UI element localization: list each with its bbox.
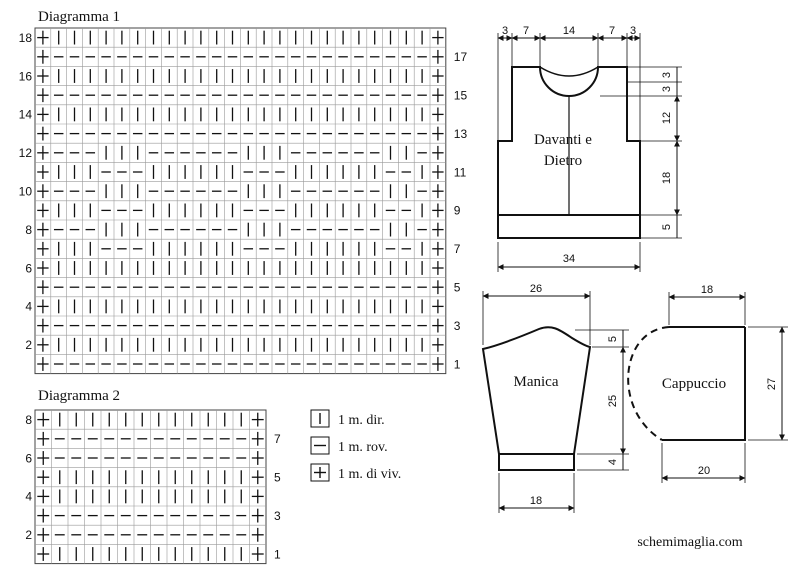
legend-purl-label: 1 m. rov. [338,440,388,455]
sleeve-dim-top: 26 [530,283,542,295]
body-back-neckline [539,66,599,77]
body-dim-top-4: 7 [609,25,615,37]
body-dim-top-2: 7 [523,25,529,37]
row-number-right: 17 [454,50,468,64]
body-dim-top-3: 14 [563,25,575,37]
row-number-right: 7 [274,432,281,446]
row-number-right: 15 [454,89,468,103]
body-dim-bottom: 34 [563,253,575,265]
body-label-line2: Dietro [544,153,582,169]
row-number-left: 10 [19,185,33,199]
purl-stitch-symbol-box [310,436,330,455]
row-number-right: 7 [454,242,461,256]
legend-knit-label: 1 m. dir. [338,413,385,428]
hood-piece [627,292,788,483]
body-dim-top-1: 3 [502,25,508,37]
body-outline [497,66,641,239]
diagram2-title: Diagramma 2 [38,388,120,404]
row-number-left: 2 [25,338,32,352]
body-dim-right-4: 18 [661,172,673,184]
row-number-left: 12 [19,146,33,160]
diagram2-row-numbers: 8 6 4 2 7 5 3 1 [25,413,281,561]
row-number-left: 2 [25,528,32,542]
website-credit: schemimaglia.com [637,535,742,550]
sleeve-outline [481,326,592,471]
diagram1-stitch-grid [34,27,447,375]
row-number-left: 4 [25,300,32,314]
row-number-left: 14 [19,108,33,122]
row-number-right: 1 [454,357,461,371]
row-number-left: 8 [25,413,32,427]
edge-stitch-symbol-box [310,463,330,482]
sleeve-piece [481,291,629,513]
row-number-right: 13 [454,127,468,141]
sleeve-label: Manica [514,374,559,390]
body-label-line1: Davanti e [534,132,592,148]
hood-label: Cappuccio [662,376,726,392]
body-piece [497,33,682,272]
row-number-left: 18 [19,31,33,45]
sleeve-dim-right-3: 4 [607,459,619,465]
diagram1-title: Diagramma 1 [38,9,120,25]
hood-labels: 18 27 20 Cappuccio [662,284,778,477]
stitch-legend: 1 m. dir. 1 m. rov. 1 m. di viv. [310,409,401,482]
sleeve-dim-right-2: 25 [607,395,619,407]
hood-outline [662,326,746,441]
row-number-right: 3 [454,319,461,333]
sleeve-labels: 26 5 25 4 18 Manica [514,283,619,507]
row-number-right: 1 [274,547,281,561]
row-number-right: 9 [454,204,461,218]
row-number-right: 3 [274,509,281,523]
hood-dashed-curve [627,326,670,441]
legend-edge-label: 1 m. di viv. [338,467,401,482]
row-number-left: 16 [19,69,33,83]
hood-dim-top: 18 [701,284,713,296]
sleeve-dim-right-1: 5 [607,336,619,342]
sleeve-dim-bottom: 18 [530,495,542,507]
row-number-right: 5 [274,471,281,485]
row-number-left: 6 [25,451,32,465]
body-dim-right-5: 5 [661,224,673,230]
body-dim-right-1: 3 [661,72,673,78]
row-number-left: 8 [25,223,32,237]
diagram2-stitch-grid [34,409,267,565]
row-number-right: 5 [454,281,461,295]
row-number-left: 6 [25,261,32,275]
row-number-left: 4 [25,490,32,504]
hood-dim-bottom: 20 [698,465,710,477]
body-dim-right-2: 3 [661,86,673,92]
diagram1-row-numbers: 18 16 14 12 10 8 6 4 2 17 15 13 11 9 7 5 3 1 [19,31,468,371]
body-dimension-labels: 3 7 14 7 3 3 3 12 18 5 34 Davanti e Diet… [502,25,673,265]
hood-dim-right: 27 [766,378,778,390]
body-dim-right-3: 12 [661,112,673,124]
row-number-right: 11 [454,165,467,179]
knit-stitch-symbol-box [310,409,330,428]
body-dim-top-5: 3 [630,25,636,37]
